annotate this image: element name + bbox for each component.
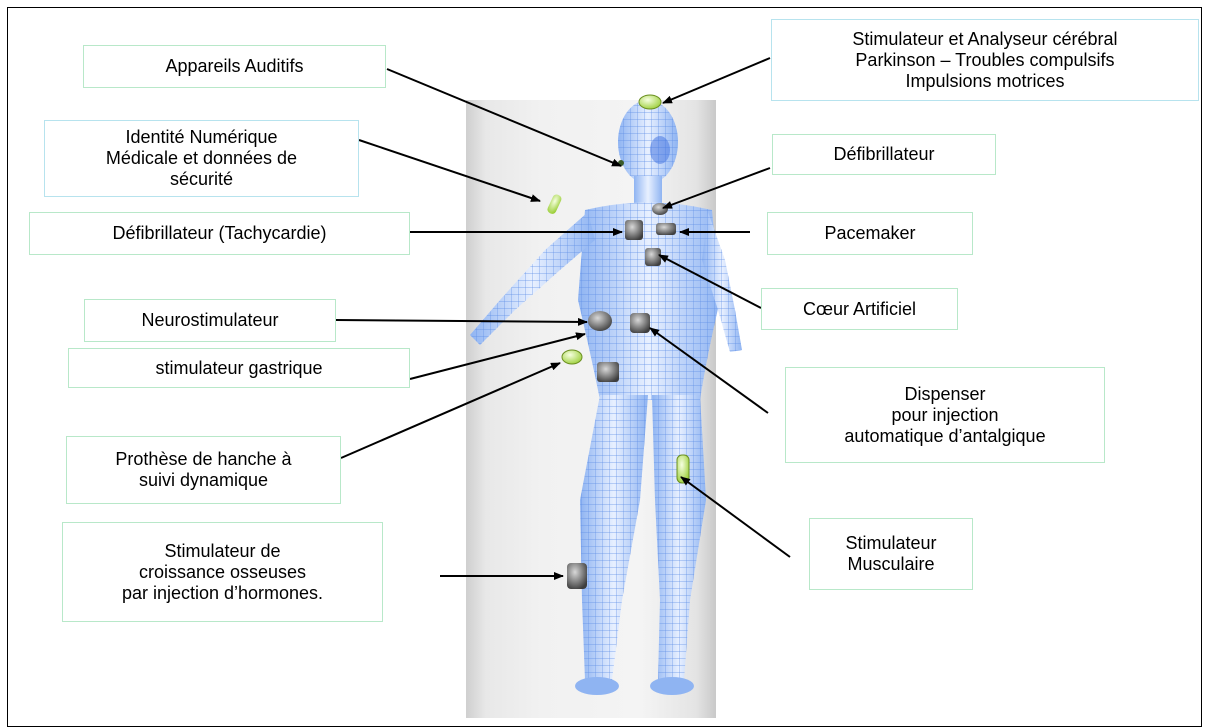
label-defibrillateur: Défibrillateur	[772, 134, 996, 175]
label-defibrillateur-tachycardie: Défibrillateur (Tachycardie)	[29, 212, 410, 255]
label-appareils-auditifs: Appareils Auditifs	[83, 45, 386, 88]
label-stimulateur-cerebral: Stimulateur et Analyseur cérébral Parkin…	[771, 19, 1199, 101]
implant-defib	[652, 203, 668, 215]
label-prothese-hanche: Prothèse de hanche à suivi dynamique	[66, 436, 341, 504]
label-pacemaker: Pacemaker	[767, 212, 973, 255]
label-stimulateur-gastrique: stimulateur gastrique	[68, 348, 410, 388]
label-stimulateur-croissance: Stimulateur de croissance osseuses par i…	[62, 522, 383, 622]
body-silhouette	[470, 100, 742, 695]
label-coeur-artificiel: Cœur Artificiel	[761, 288, 958, 330]
implant-pacemaker	[656, 223, 676, 235]
label-identite-numerique: Identité Numérique Médicale et données d…	[44, 120, 359, 197]
implant-id	[546, 193, 563, 215]
implant-heart	[645, 248, 661, 266]
label-neurostimulateur: Neurostimulateur	[84, 299, 336, 342]
label-stimulateur-musculaire: Stimulateur Musculaire	[809, 518, 973, 590]
implant-gastric	[562, 350, 582, 364]
implant-tachy	[625, 220, 643, 240]
label-dispenser: Dispenser pour injection automatique d’a…	[785, 367, 1105, 463]
implant-dispenser	[630, 313, 650, 333]
implant-hip	[597, 362, 619, 382]
implant-brain	[639, 95, 661, 109]
implant-muscle	[677, 455, 689, 483]
implant-bone	[567, 563, 587, 589]
implant-neuro	[588, 311, 612, 331]
implant-hearing	[618, 160, 624, 166]
